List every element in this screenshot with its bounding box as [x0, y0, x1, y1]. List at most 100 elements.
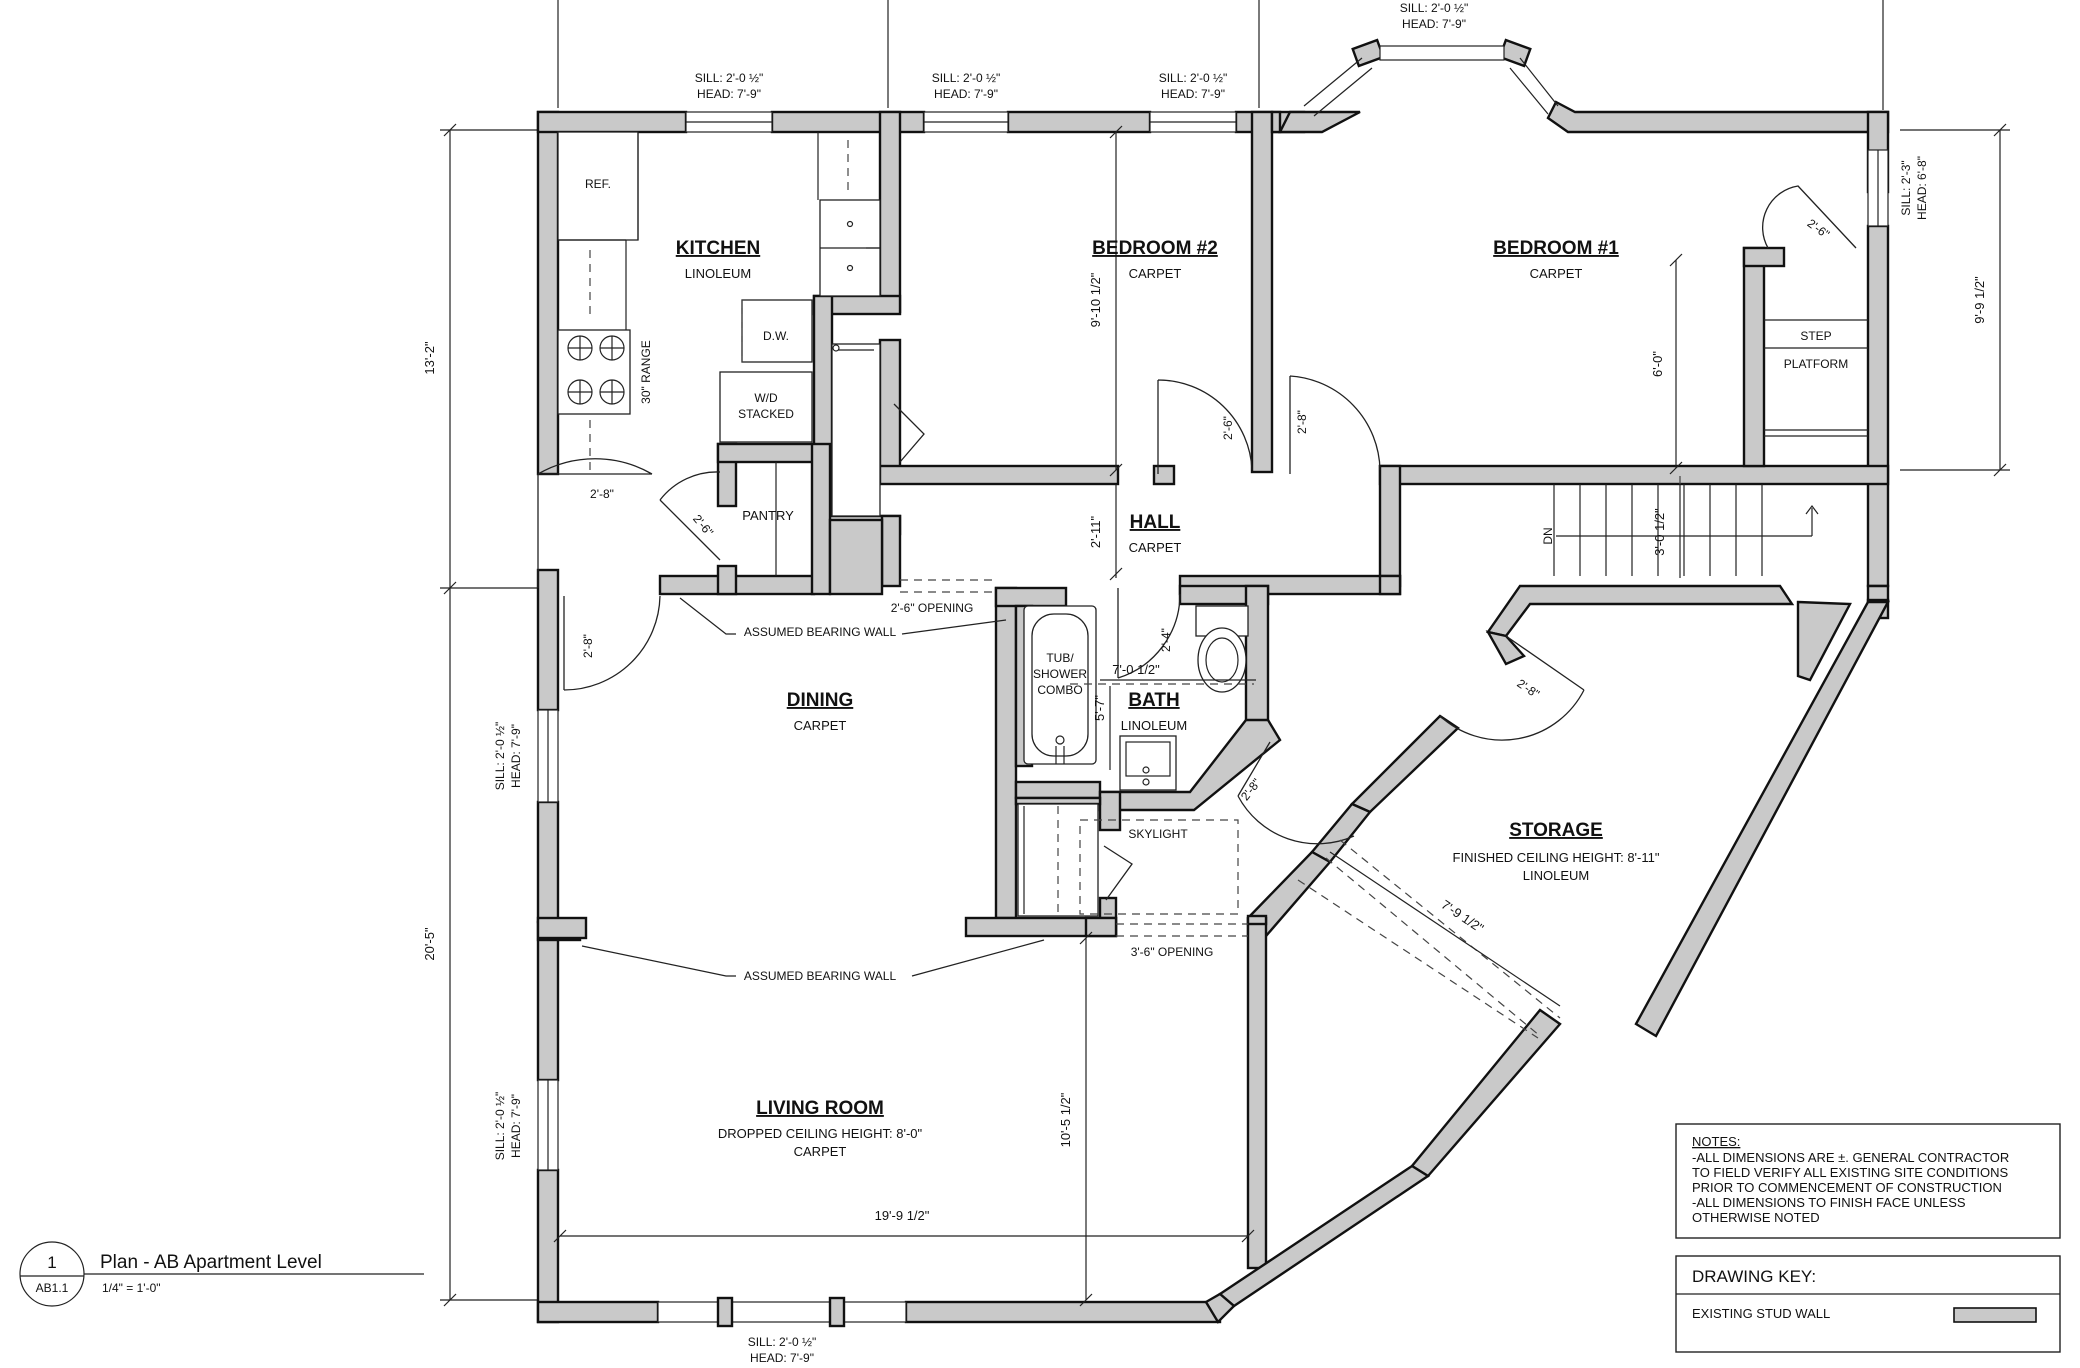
- tub-label-2: SHOWER: [1033, 667, 1087, 681]
- kitchen-fixtures: [557, 131, 881, 576]
- range: [557, 329, 631, 415]
- window-bay-sill: SILL: 2'-0 ½": [1400, 1, 1469, 15]
- room-dining-finish: CARPET: [794, 718, 847, 733]
- wd-label-1: W/D: [754, 391, 778, 405]
- step-label: STEP: [1800, 329, 1831, 343]
- plan-scale: 1/4" = 1'-0": [102, 1281, 161, 1295]
- room-bedroom2-name: BEDROOM #2: [1092, 238, 1218, 259]
- window-west2-sill: SILL: 2'-0 ½": [493, 1092, 507, 1161]
- dim-overall-north: 13'-2": [422, 341, 437, 375]
- extension-lines: [440, 0, 2010, 1301]
- wd-label-2: STACKED: [738, 407, 794, 421]
- window-labels: SILL: 2'-0 ½" HEAD: 7'-9" SILL: 2'-0 ½" …: [493, 1, 1929, 1365]
- dim-bath-width: 7'-0 1/2": [1112, 662, 1160, 677]
- detail-bubble: [19, 1241, 85, 1307]
- window-west2-head: HEAD: 7'-9": [509, 1094, 523, 1158]
- dim-closet-depth: 6'-0": [1650, 351, 1665, 377]
- key-item-label: EXISTING STUD WALL: [1692, 1306, 1830, 1321]
- window-west1-sill: SILL: 2'-0 ½": [493, 722, 507, 791]
- range-label: 30" RANGE: [639, 340, 653, 404]
- door-bedroom2-width: 2'-6": [1221, 416, 1235, 440]
- door-bath-width: 2'-4": [1159, 628, 1173, 652]
- doors: [537, 185, 1857, 901]
- drawing-key: DRAWING KEY: EXISTING STUD WALL: [1675, 1255, 2061, 1353]
- room-hall-name: HALL: [1130, 512, 1181, 533]
- room-storage-name: STORAGE: [1509, 820, 1603, 841]
- opening-hall: 2'-6" OPENING: [891, 601, 974, 615]
- room-living-finish: CARPET: [794, 1144, 847, 1159]
- room-labels: KITCHEN LINOLEUM BEDROOM #2 CARPET BEDRO…: [676, 238, 1660, 1159]
- key-wall-swatch: [1953, 1307, 2037, 1323]
- sheet-number: AB1.1: [36, 1281, 69, 1295]
- room-storage-finish: LINOLEUM: [1523, 868, 1589, 883]
- notes-heading: NOTES:: [1692, 1134, 1740, 1149]
- stairs: [1297, 319, 1868, 1039]
- platform-label: PLATFORM: [1784, 357, 1848, 371]
- bath-fixtures: [1017, 605, 1254, 937]
- dim-living-depth: 10'-5 1/2": [1058, 1092, 1073, 1147]
- window-2-sill: SILL: 2'-0 ½": [932, 71, 1001, 85]
- room-bedroom2-finish: CARPET: [1129, 266, 1182, 281]
- dim-living-width: 19'-9 1/2": [875, 1208, 930, 1223]
- room-bath-finish: LINOLEUM: [1121, 718, 1187, 733]
- window-south-head: HEAD: 7'-9": [750, 1351, 814, 1365]
- room-kitchen-finish: LINOLEUM: [685, 266, 751, 281]
- title-block: 1 AB1.1 Plan - AB Apartment Level 1/4" =…: [19, 1241, 424, 1307]
- dim-stair-depth: 3'-0 1/2": [1652, 508, 1667, 556]
- plan-title: Plan - AB Apartment Level: [100, 1252, 322, 1273]
- notes-line-5: OTHERWISE NOTED: [1692, 1210, 1820, 1225]
- door-entry-width: 2'-8": [590, 487, 614, 501]
- dim-bedroom2-depth: 9'-10 1/2": [1088, 272, 1103, 327]
- bearing-wall-south: ASSUMED BEARING WALL: [744, 969, 897, 983]
- dim-bath-depth: 5'-7": [1092, 695, 1107, 721]
- window-1-sill: SILL: 2'-0 ½": [695, 71, 764, 85]
- window-east-sill: SILL: 2'-3": [1899, 160, 1913, 215]
- bearing-wall-north: ASSUMED BEARING WALL: [744, 625, 897, 639]
- door-closet-width: 2'-6": [1805, 216, 1833, 241]
- lavatory: [1119, 735, 1177, 791]
- room-hall-finish: CARPET: [1129, 540, 1182, 555]
- tub-label-3: COMBO: [1037, 683, 1082, 697]
- window-west1-head: HEAD: 7'-9": [509, 724, 523, 788]
- door-bedroom1-width: 2'-8": [1295, 410, 1309, 434]
- notes-line-2: TO FIELD VERIFY ALL EXISTING SITE CONDIT…: [1692, 1165, 2008, 1180]
- notes-line-4: -ALL DIMENSIONS TO FINISH FACE UNLESS: [1692, 1195, 1966, 1210]
- room-dining-name: DINING: [787, 690, 854, 711]
- room-bedroom1-name: BEDROOM #1: [1493, 238, 1619, 259]
- notes-box: NOTES: -ALL DIMENSIONS ARE ±. GENERAL CO…: [1675, 1123, 2061, 1239]
- window-bay-head: HEAD: 7'-9": [1402, 17, 1466, 31]
- skylight-label: SKYLIGHT: [1128, 827, 1188, 841]
- window-2-head: HEAD: 7'-9": [934, 87, 998, 101]
- dw-label: D.W.: [763, 329, 789, 343]
- room-living-name: LIVING ROOM: [756, 1098, 884, 1119]
- notes-line-1: -ALL DIMENSIONS ARE ±. GENERAL CONTRACTO…: [1692, 1150, 2009, 1165]
- room-pantry-name: PANTRY: [742, 508, 794, 523]
- fixture-labels: REF. D.W. W/D STACKED 30" RANGE TUB/ SHO…: [585, 177, 1848, 841]
- dimension-labels: 13'-2" 20'-5" 9'-10 1/2" 9'-9 1/2" 6'-0"…: [422, 216, 1987, 1223]
- openings: [900, 579, 996, 593]
- windows: [537, 45, 1889, 1328]
- window-south-sill: SILL: 2'-0 ½": [748, 1335, 817, 1349]
- notes-line-3: PRIOR TO COMMENCEMENT OF CONSTRUCTION: [1692, 1180, 2002, 1195]
- refrigerator: [557, 131, 639, 241]
- tub-label-1: TUB/: [1046, 651, 1074, 665]
- toilet: [1197, 627, 1247, 693]
- window-3-head: HEAD: 7'-9": [1161, 87, 1225, 101]
- room-bedroom1-finish: CARPET: [1530, 266, 1583, 281]
- closet: [831, 343, 881, 517]
- dim-bedroom1-depth: 9'-9 1/2": [1972, 276, 1987, 324]
- dim-hall-depth: 2'-11": [1088, 516, 1103, 549]
- detail-number: 1: [47, 1253, 56, 1272]
- room-storage-ceiling: FINISHED CEILING HEIGHT: 8'-11": [1453, 850, 1660, 865]
- door-storage-width: 2'-8": [1514, 676, 1542, 701]
- dim-overall-south: 20'-5": [422, 927, 437, 961]
- dimension-lines: [443, 123, 2007, 1307]
- ref-label: REF.: [585, 177, 611, 191]
- room-bath-name: BATH: [1128, 690, 1179, 711]
- window-east-head: HEAD: 6'-8": [1915, 156, 1929, 220]
- room-living-ceiling: DROPPED CEILING HEIGHT: 8'-0": [718, 1126, 923, 1141]
- key-heading: DRAWING KEY:: [1692, 1267, 1816, 1286]
- door-bath-storage-width: 2'-8": [1238, 776, 1264, 803]
- stair-down-label: DN: [1541, 527, 1555, 544]
